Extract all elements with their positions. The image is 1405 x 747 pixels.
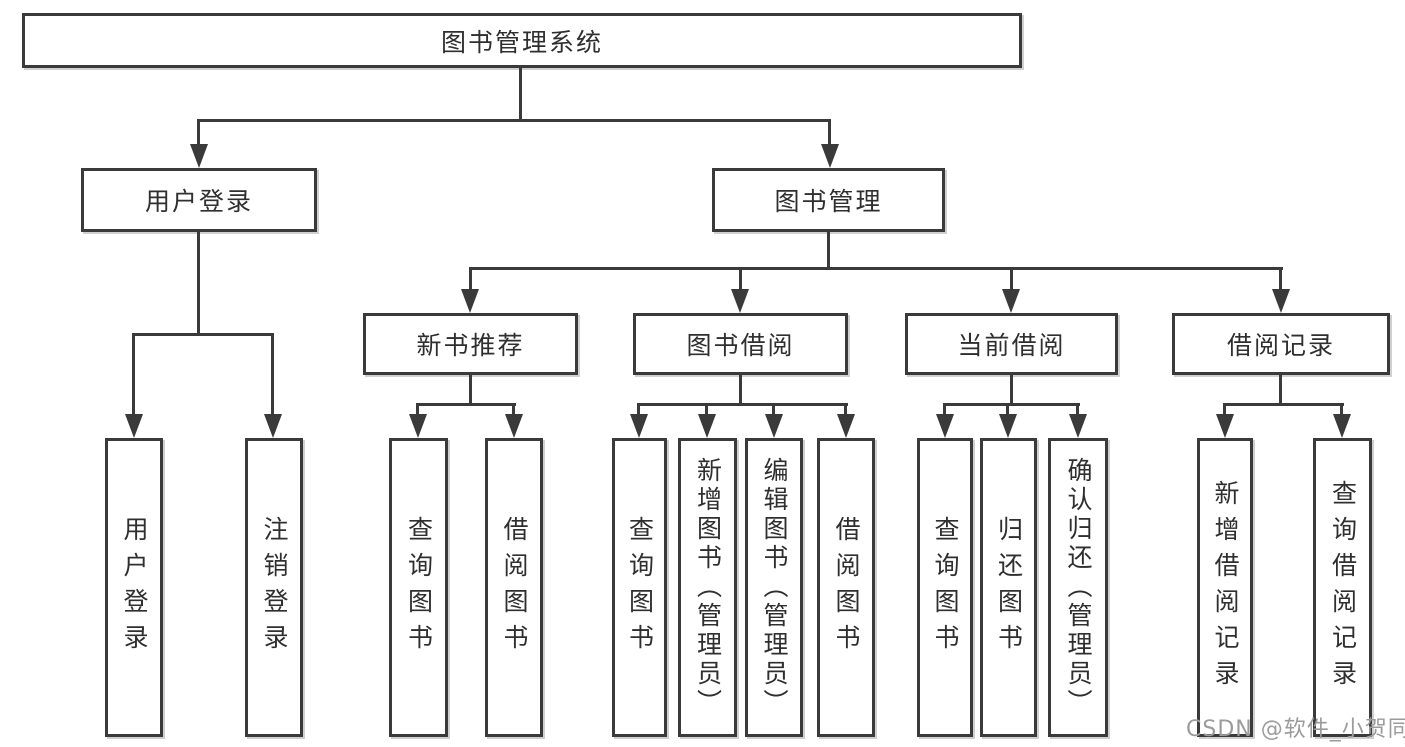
- connector-line: [1076, 403, 1079, 416]
- connector-line: [827, 232, 830, 270]
- leaf-user-login: 用户登录: [105, 438, 163, 737]
- leaf-add-borrow-record: 新增借阅记录: [1197, 438, 1253, 737]
- node-book-management: 图书管理: [712, 168, 945, 232]
- arrowhead-down-icon: [765, 414, 783, 438]
- node-borrow-records: 借阅记录: [1172, 313, 1390, 375]
- leaf-query-books-2: 查询图书: [612, 438, 667, 737]
- connector-line: [828, 119, 831, 146]
- node-root-library-system: 图书管理系统: [22, 13, 1022, 68]
- connector-line: [519, 68, 522, 120]
- leaf-return-books: 归还图书: [980, 438, 1037, 737]
- connector-line: [1223, 403, 1226, 416]
- connector-line: [943, 403, 1080, 406]
- arrowhead-down-icon: [1002, 289, 1020, 313]
- arrowhead-down-icon: [936, 414, 954, 438]
- leaf-query-books-3: 查询图书: [917, 438, 973, 737]
- connector-line: [1010, 267, 1013, 291]
- connector-line: [844, 403, 847, 416]
- arrowhead-down-icon: [731, 289, 749, 313]
- connector-line: [637, 403, 848, 406]
- arrowhead-down-icon: [461, 289, 479, 313]
- arrowhead-down-icon: [821, 144, 839, 168]
- leaf-borrow-books-1: 借阅图书: [485, 438, 543, 737]
- connector-line: [739, 267, 742, 291]
- connector-line: [197, 232, 200, 336]
- connector-line: [469, 267, 472, 291]
- connector-line: [739, 375, 742, 406]
- connector-line: [1223, 403, 1344, 406]
- connector-line: [132, 333, 135, 416]
- arrowhead-down-icon: [409, 414, 427, 438]
- leaf-edit-books-admin: 编辑图书（管理员）: [745, 438, 803, 737]
- connector-line: [132, 333, 274, 336]
- connector-line: [637, 403, 640, 416]
- connector-line: [705, 403, 708, 416]
- connector-line: [1340, 403, 1343, 416]
- leaf-confirm-return-admin: 确认归还（管理员）: [1048, 438, 1108, 737]
- arrowhead-down-icon: [1333, 414, 1351, 438]
- connector-line: [416, 403, 516, 406]
- connector-line: [512, 403, 515, 416]
- node-current-borrowing: 当前借阅: [905, 313, 1118, 375]
- leaf-query-books-1: 查询图书: [389, 438, 448, 737]
- arrowhead-down-icon: [505, 414, 523, 438]
- connector-line: [197, 119, 200, 146]
- arrowhead-down-icon: [698, 414, 716, 438]
- arrowhead-down-icon: [1216, 414, 1234, 438]
- connector-line: [1279, 375, 1282, 406]
- arrowhead-down-icon: [630, 414, 648, 438]
- arrowhead-down-icon: [837, 414, 855, 438]
- leaf-add-books-admin: 新增图书（管理员）: [678, 438, 737, 737]
- connector-line: [197, 119, 831, 122]
- connector-line: [271, 333, 274, 416]
- node-user-login: 用户登录: [81, 168, 317, 232]
- arrowhead-down-icon: [999, 414, 1017, 438]
- leaf-logout: 注销登录: [245, 438, 303, 737]
- connector-line: [1279, 267, 1282, 291]
- connector-line: [943, 403, 946, 416]
- connector-line: [469, 267, 1283, 270]
- arrowhead-down-icon: [1272, 289, 1290, 313]
- connector-line: [772, 403, 775, 416]
- node-book-borrowing: 图书借阅: [633, 313, 848, 375]
- connector-line: [1010, 375, 1013, 406]
- connector-line: [469, 375, 472, 406]
- leaf-borrow-books-2: 借阅图书: [817, 438, 875, 737]
- arrowhead-down-icon: [264, 414, 282, 438]
- arrowhead-down-icon: [190, 144, 208, 168]
- arrowhead-down-icon: [1069, 414, 1087, 438]
- connector-line: [416, 403, 419, 416]
- node-new-book-recommend: 新书推荐: [363, 313, 578, 375]
- connector-line: [1006, 403, 1009, 416]
- leaf-query-borrow-record: 查询借阅记录: [1313, 438, 1372, 737]
- arrowhead-down-icon: [125, 414, 143, 438]
- csdn-watermark: CSDN @软件_小贺同学: [1186, 717, 1405, 742]
